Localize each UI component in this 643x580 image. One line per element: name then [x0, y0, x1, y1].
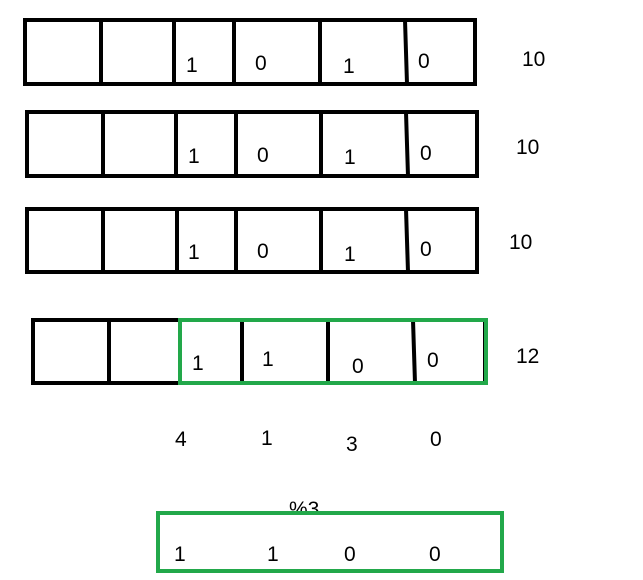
- result-bit-2: 1: [267, 543, 279, 566]
- bit-row-3-cell-6: 0: [420, 238, 432, 261]
- bit-row-4: 1 1 0 0 12: [31, 318, 539, 385]
- result-box: 1 1 0 0: [156, 511, 504, 573]
- bit-row-2-value: 10: [516, 136, 539, 159]
- result-bit-1: 1: [174, 543, 186, 566]
- bit-row-1-cell-5: 1: [343, 55, 355, 78]
- column-sum-4: 0: [430, 428, 442, 451]
- bit-row-3-cell-3: 1: [188, 241, 200, 264]
- bit-row-2-cell-3: 1: [188, 145, 200, 168]
- result-box-frame: [156, 511, 504, 573]
- column-sums: 4 1 3 0: [175, 427, 442, 456]
- bit-row-2-frame: [25, 110, 479, 178]
- bit-row-1-cell-6: 0: [418, 50, 430, 73]
- column-sum-3: 3: [346, 433, 358, 456]
- highlight-box: [178, 318, 488, 385]
- bit-row-4-cell-3: 1: [192, 352, 204, 375]
- result-bit-3: 0: [344, 543, 356, 566]
- column-sum-1: 4: [175, 428, 187, 451]
- bit-row-4-cell-4: 1: [262, 348, 274, 371]
- bit-row-2: 1 0 1 0 10: [25, 110, 539, 178]
- bit-row-3-cell-5: 1: [344, 243, 356, 266]
- bit-row-4-cell-5: 0: [352, 355, 364, 378]
- bit-row-3-cell-4: 0: [257, 240, 269, 263]
- column-sum-2: 1: [261, 427, 273, 450]
- bit-row-2-cell-5: 1: [344, 146, 356, 169]
- bit-row-3: 1 0 1 0 10: [25, 207, 532, 274]
- bit-row-1-value: 10: [522, 48, 545, 71]
- bit-row-3-value: 10: [509, 231, 532, 254]
- bit-row-1: 1 0 1 0 10: [23, 18, 545, 86]
- bit-row-4-cell-6: 0: [427, 349, 439, 372]
- bit-row-2-cell-4: 0: [257, 144, 269, 167]
- bit-row-4-value: 12: [516, 345, 539, 368]
- bit-row-3-frame: [25, 207, 479, 274]
- bit-row-4-frame: [31, 318, 487, 385]
- bit-row-1-cell-4: 0: [255, 52, 267, 75]
- bit-row-1-frame: [23, 18, 477, 86]
- bit-row-2-cell-6: 0: [420, 142, 432, 165]
- result-bit-4: 0: [429, 543, 441, 566]
- bit-row-1-cell-3: 1: [186, 54, 198, 77]
